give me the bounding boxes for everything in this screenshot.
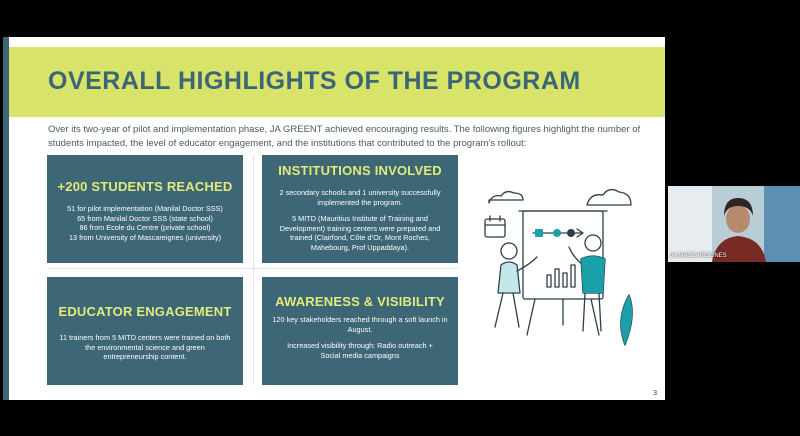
cloud-right: [586, 188, 632, 206]
page-number: 3: [653, 390, 657, 397]
educator-line: 11 trainers from 5 MITD centers were tra…: [59, 333, 231, 342]
bar-chart-bar: [562, 272, 568, 288]
bar-chart-bar: [546, 274, 552, 288]
educator-engagement-card: EDUCATOR ENGAGEMENT 11 trainers from 5 M…: [47, 277, 243, 385]
institutions-card-title: INSTITUTIONS INVOLVED: [278, 163, 442, 178]
title-banner: [9, 47, 665, 117]
man-head: [584, 234, 602, 252]
participant-name-label: JA MASCAREIGNES: [670, 253, 727, 259]
institutions-line: trained (Clairfond, Côte d’Or, Mont Roch…: [290, 233, 430, 242]
awareness-visibility-card: AWARENESS & VISIBILITY 120 key stakehold…: [262, 277, 458, 385]
intro-text: Over its two-year of pilot and implement…: [48, 124, 641, 149]
educator-line: entrepreneurship content.: [103, 352, 187, 361]
woman-head: [500, 242, 518, 260]
awareness-line: August.: [347, 324, 373, 334]
card-divider-vertical: [253, 155, 254, 385]
awareness-line: 120 key stakeholders reached through a s…: [272, 315, 448, 324]
participant-video-tile[interactable]: JA MASCAREIGNES: [668, 186, 800, 262]
institutions-line: Mahebourg, Prof Uppaddaya).: [310, 242, 410, 252]
institutions-line: implemented the program.: [317, 197, 403, 207]
cloud-left: [488, 190, 524, 204]
slide-edge-bar: [3, 37, 9, 400]
presentation-illustration: [484, 188, 633, 346]
students-line: 65 from Manilal Doctor SSS (state school…: [77, 213, 213, 223]
students-card-title: +200 STUDENTS REACHED: [57, 179, 233, 194]
awareness-line: Social media campaigns: [320, 350, 400, 360]
institutions-line: Development) training centers were prepa…: [279, 223, 441, 233]
educator-line: the environmental science and green: [85, 342, 205, 352]
awareness-line: Increased visibility through: Radio outr…: [287, 341, 433, 350]
students-line: 13 from University of Mascareignes (univ…: [68, 232, 222, 242]
woman-body: [497, 261, 521, 294]
educator-card-title: EDUCATOR ENGAGEMENT: [58, 304, 232, 319]
institutions-line: 2 secondary schools and 1 university suc…: [279, 188, 441, 197]
presentation-slide: OVERALL HIGHLIGHTS OF THE PROGRAM Over i…: [3, 37, 665, 400]
bar-chart-bar: [554, 268, 560, 288]
card-divider-horizontal: [47, 268, 459, 269]
students-line: 86 from Ecole du Centre (private school): [79, 223, 211, 232]
awareness-card-title: AWARENESS & VISIBILITY: [275, 294, 445, 309]
students-reached-card: +200 STUDENTS REACHED 51 for pilot imple…: [47, 155, 243, 263]
institutions-line: 5 MITD (Mauritius Institute of Training …: [292, 214, 428, 223]
bar-chart-bar: [570, 264, 576, 288]
students-line: 51 for pilot implementation (Manilal Doc…: [67, 204, 223, 213]
institutions-card: INSTITUTIONS INVOLVED 2 secondary school…: [262, 155, 458, 263]
calendar-icon: [484, 218, 506, 238]
slide-title: OVERALL HIGHLIGHTS OF THE PROGRAM: [48, 67, 581, 95]
participant-portrait: [668, 186, 800, 262]
